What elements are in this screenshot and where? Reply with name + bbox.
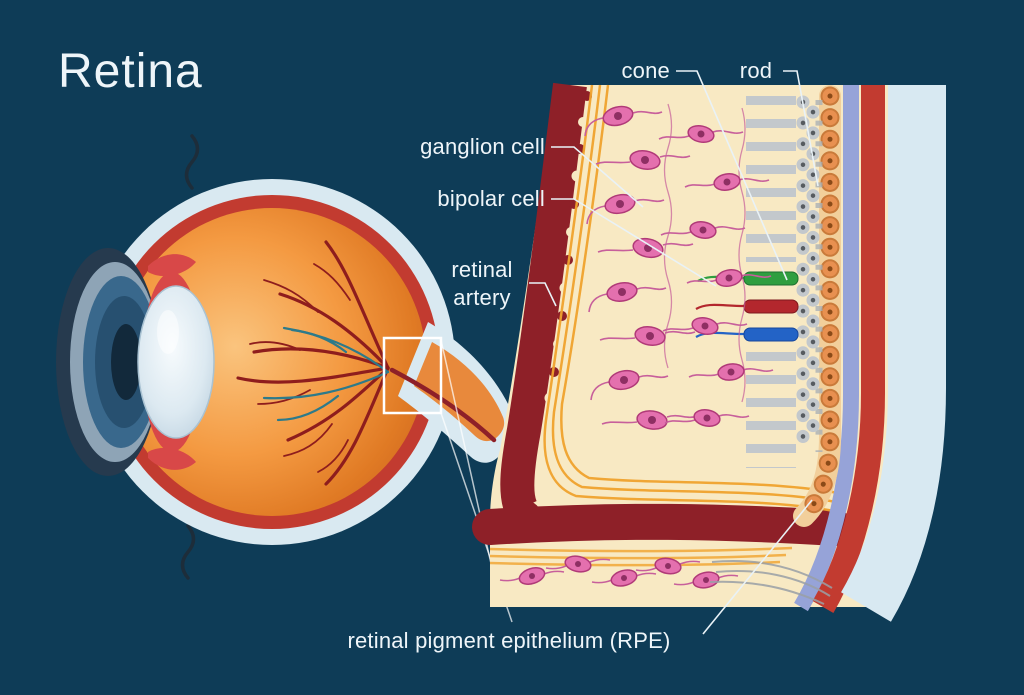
label-rpe: retinal pigment epithelium (RPE) [347,628,671,653]
retinal-blood-vessels-teal [262,326,390,422]
plexiform-fibers [663,103,746,403]
label-bipolar-cell: bipolar cell [437,186,545,211]
lower-fold-fibers [709,560,833,605]
cone-green [743,271,799,286]
leader-retinal-artery [529,282,557,307]
leader-rpe [702,499,813,635]
leader-rod [783,70,819,187]
leader-cone [676,70,788,281]
bruchs-membrane-band [794,85,859,612]
cone-dark-red [743,299,799,314]
sclera-band [840,85,946,622]
leader-bipolar-cell [551,198,717,287]
eyelash-squiggles [180,134,200,580]
retinal-blood-vessels-red [236,240,390,486]
diagram-title: Retina [58,45,203,98]
photoreceptor-nuclei [796,95,820,463]
lens [137,285,215,439]
lower-fold-cells [499,555,833,605]
pupil [111,324,141,400]
leader-lines [529,70,819,635]
optic-nerve [389,322,518,463]
nerve-fiber-layer [489,84,839,567]
ganglion-cells [584,105,698,430]
cone-blue [743,327,799,342]
leader-ganglion-cell [551,146,644,208]
cornea-iris-lens [56,248,215,476]
label-rod: rod [739,58,773,83]
bipolar-cells [658,124,774,427]
eye-cross-section [56,134,518,580]
rpe-cell-row [793,85,841,527]
label-retinal-artery: retinal artery [451,257,513,310]
zoom-rectangle [382,336,443,415]
retina-layers-panel [472,82,946,622]
label-ganglion-cell: ganglion cell [420,134,545,159]
choroid-band [812,85,885,614]
label-cone: cone [621,58,670,83]
